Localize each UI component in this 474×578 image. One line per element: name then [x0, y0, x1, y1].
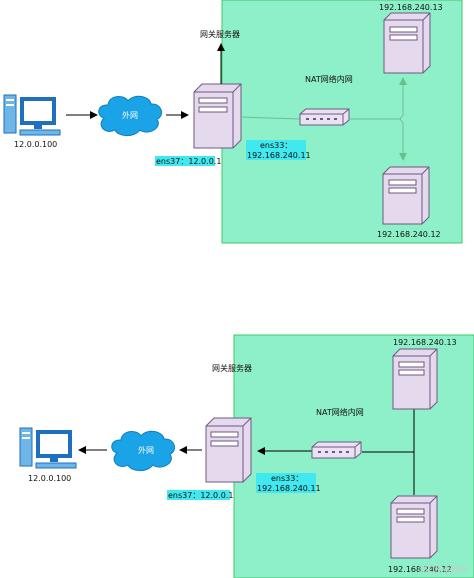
ens37-label-bg: [155, 156, 215, 166]
ens33-label-line1: ens33：: [260, 141, 292, 150]
gateway-server-icon: [205, 417, 252, 483]
server-bottom-ip: 192.168.240.12: [377, 230, 441, 239]
diagram-top: 12.0.0.100 外网 网关服务器 ens37：12.0.0.1 ens33…: [3, 0, 463, 244]
cloud-label: 外网: [122, 110, 138, 120]
gateway-label: 网关服务器: [200, 29, 240, 39]
link-gateway-switch: [240, 116, 301, 120]
client-pc-icon: [3, 94, 61, 136]
internet-cloud-icon: [98, 95, 163, 137]
ens33-label-line1: ens33：: [271, 474, 303, 483]
client-ip-label: 12.0.0.100: [28, 474, 71, 483]
gateway-server-icon: [193, 83, 242, 149]
server-bottom-ip: 192.168.240.12: [388, 565, 452, 574]
server-top-ip: 192.168.240.13: [379, 3, 443, 12]
server-top-icon: [392, 348, 438, 410]
internet-cloud-icon: [111, 430, 176, 472]
client-pc-icon: [19, 427, 77, 469]
gateway-label: 网关服务器: [212, 363, 252, 373]
ens37-label: ens37：12.0.0.1: [168, 491, 233, 500]
nat-label: NAT网络内网: [305, 74, 353, 84]
server-top-icon: [383, 12, 431, 74]
client-ip-label: 12.0.0.100: [14, 140, 57, 149]
watermark: CSDN @苏州: [418, 564, 467, 574]
link-to-top-server: [399, 77, 407, 120]
server-bottom-icon: [382, 166, 430, 225]
nat-switch-icon: [299, 108, 350, 126]
ens33-label-bg: [256, 473, 316, 493]
ens37-label-bg: [167, 490, 230, 500]
nat-switch-icon: [311, 441, 362, 459]
cloud-label: 外网: [138, 445, 154, 455]
server-top-ip: 192.168.240.13: [393, 338, 457, 347]
link-to-bottom-server: [399, 118, 407, 161]
ens33-label-line2: 192.168.240.11: [257, 484, 321, 493]
ens33-label-line2: 192.168.240.11: [247, 151, 311, 160]
nat-label: NAT网络内网: [316, 407, 364, 417]
ens37-label: ens37：12.0.0.1: [156, 157, 221, 166]
server-bottom-icon: [390, 495, 438, 559]
diagram-bottom: 12.0.0.100 外网 网关服务器 ens37：12.0.0.1 ens33…: [19, 334, 474, 578]
ens33-label-bg: [246, 140, 306, 160]
